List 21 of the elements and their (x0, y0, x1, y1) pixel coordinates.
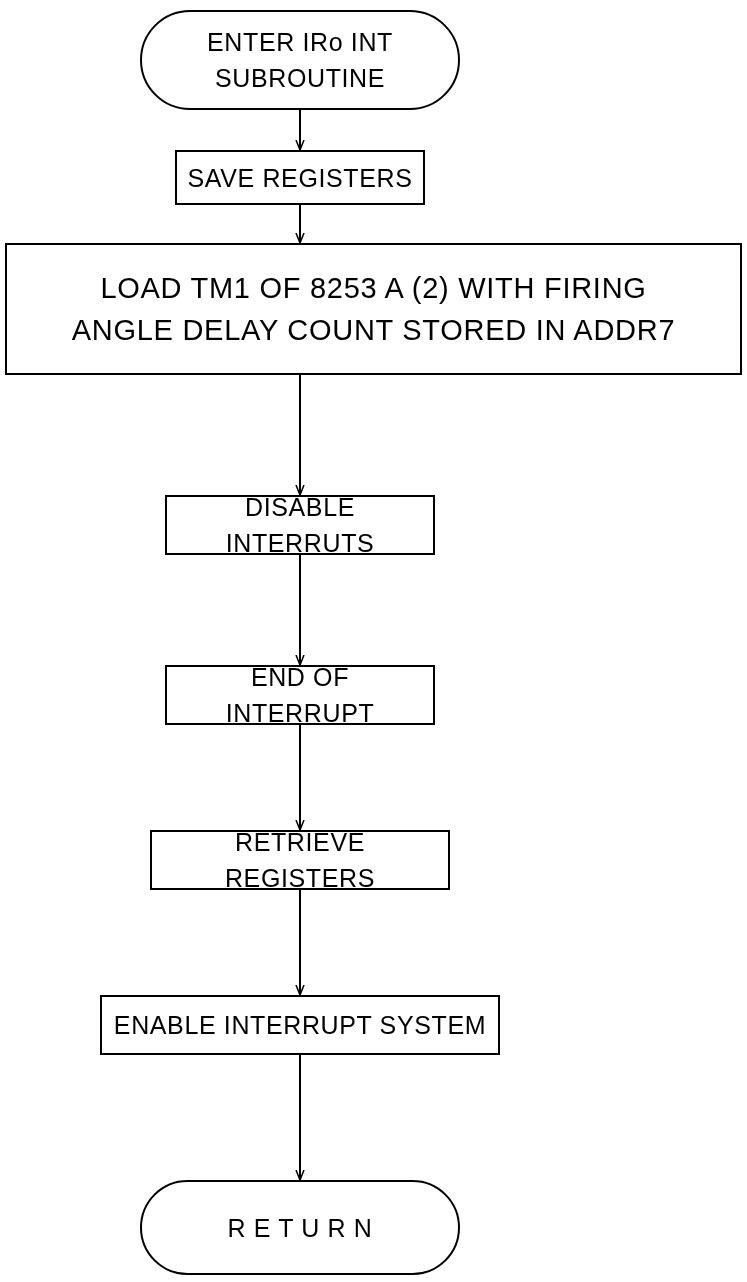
node-text: DISABLE INTERRUTS (224, 492, 376, 559)
arrow (295, 204, 305, 244)
node-text: R E T U R N (227, 1212, 373, 1244)
arrow (295, 109, 305, 151)
node-text: END OF INTERRUPT (224, 662, 376, 729)
node-text: SAVE REGISTERS (187, 162, 413, 194)
node-text: ENTER IRo INT SUBROUTINE (206, 27, 394, 94)
arrow (295, 724, 305, 831)
arrow (295, 374, 305, 496)
arrow (295, 554, 305, 666)
process-box (5, 243, 742, 375)
node-text: ENABLE INTERRUPT SYSTEM (113, 1010, 487, 1041)
process-box (165, 495, 435, 555)
arrow (295, 1054, 305, 1181)
node-text: LOAD TM1 OF 8253 A (2) WITH FIRING ANGLE DELAY COUNT STORED IN ADDR7 (70, 271, 677, 348)
process-box (165, 665, 435, 725)
process-box (100, 995, 500, 1055)
node-text: RETRIEVE REGISTERS (223, 827, 377, 894)
process-box (175, 150, 425, 205)
process-box (150, 830, 450, 890)
arrow (295, 889, 305, 996)
